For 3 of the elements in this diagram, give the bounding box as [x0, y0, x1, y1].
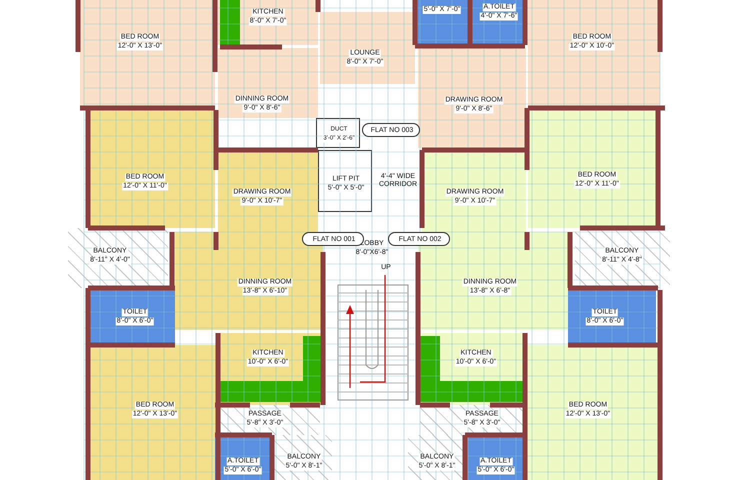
flat-number-tag — [362, 123, 420, 137]
duct-box — [316, 118, 360, 148]
flat-number-tag — [388, 232, 450, 246]
